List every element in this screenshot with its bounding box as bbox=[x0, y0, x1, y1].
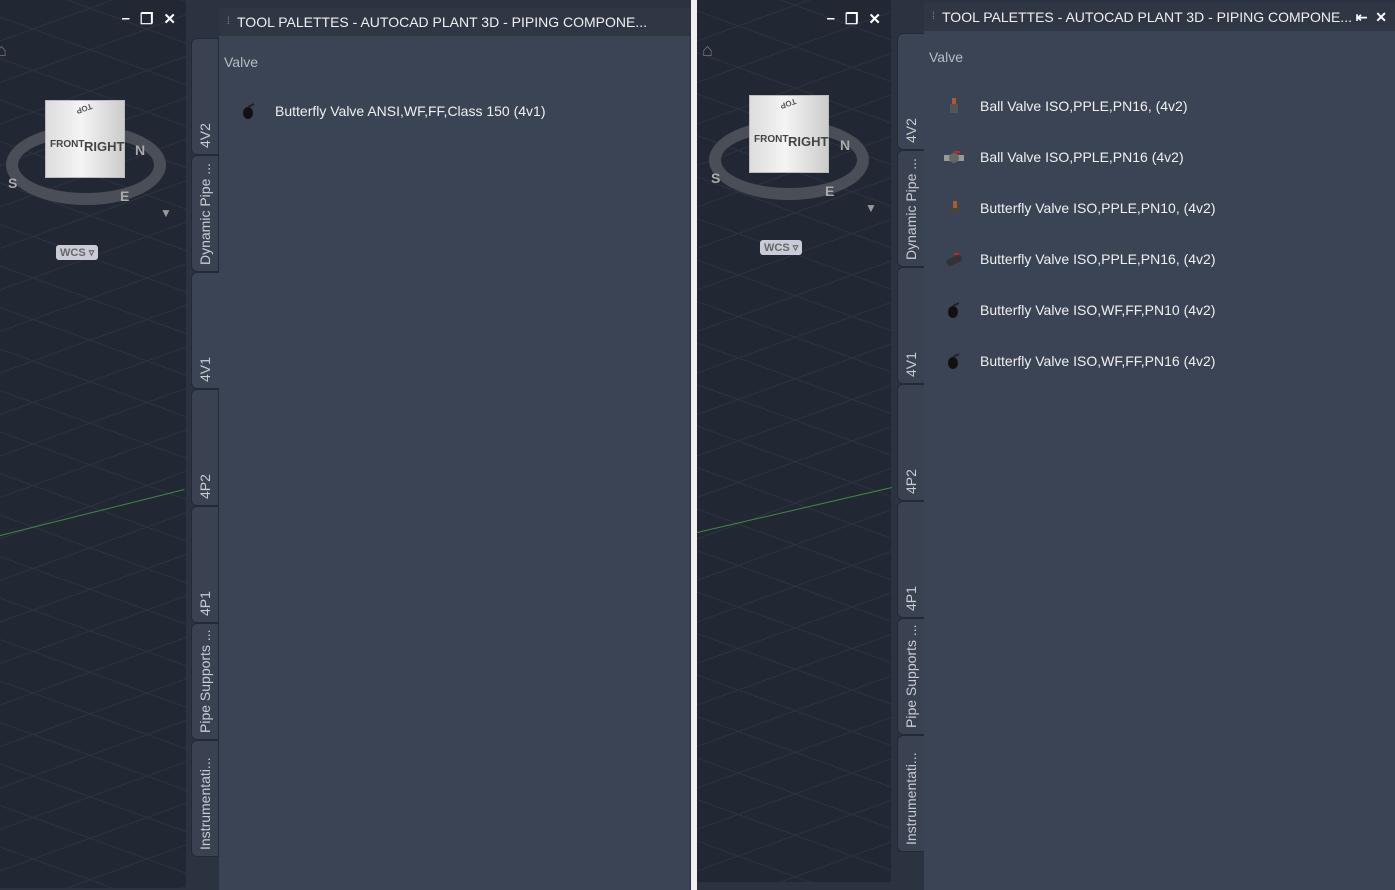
palette-title-bar[interactable]: ⁞ TOOL PALETTES - AUTOCAD PLANT 3D - PIPI… bbox=[924, 3, 1395, 31]
cube-right-face[interactable]: RIGHT bbox=[84, 139, 125, 154]
palette-title-bar[interactable]: ⁞ TOOL PALETTES - AUTOCAD PLANT 3D - PIPI… bbox=[219, 8, 690, 36]
tab-instrumentation[interactable]: Instrumentati... bbox=[897, 735, 925, 852]
butterfly-valve-icon bbox=[946, 253, 962, 267]
tab-label: 4P2 bbox=[197, 474, 213, 499]
compass-s[interactable]: S bbox=[711, 170, 721, 186]
tab-label: 4P1 bbox=[197, 591, 213, 616]
restore-icon[interactable]: ❐ bbox=[139, 11, 154, 28]
grip-icon[interactable]: ⁞ bbox=[227, 16, 230, 27]
close-icon[interactable]: ✕ bbox=[868, 11, 881, 28]
home-icon[interactable]: ⌂ bbox=[702, 40, 713, 60]
palette-title: TOOL PALETTES - AUTOCAD PLANT 3D - PIPIN… bbox=[942, 9, 1352, 25]
tab-label: Dynamic Pipe ... bbox=[197, 163, 213, 265]
tab-label: 4V2 bbox=[197, 123, 213, 148]
ball-valve-icon bbox=[950, 98, 958, 113]
tab-4v2[interactable]: 4V2 bbox=[897, 33, 925, 150]
tab-4p1[interactable]: 4P1 bbox=[191, 506, 219, 623]
auto-hide-icon[interactable]: ⇤ bbox=[1355, 9, 1368, 25]
compass-e[interactable]: E bbox=[825, 183, 835, 199]
tab-4p2[interactable]: 4P2 bbox=[897, 384, 925, 501]
restore-icon[interactable]: ❐ bbox=[844, 11, 859, 28]
tab-4v2[interactable]: 4V2 bbox=[191, 38, 219, 155]
grip-icon[interactable]: ⁞ bbox=[932, 11, 935, 22]
minimize-icon[interactable]: – bbox=[826, 10, 835, 27]
tab-label: 4V1 bbox=[197, 357, 213, 382]
tab-label: Pipe Supports ... bbox=[903, 624, 919, 728]
compass-n[interactable]: N bbox=[840, 137, 851, 153]
tool-palette: ⁞ TOOL PALETTES - AUTOCAD PLANT 3D - PIPI… bbox=[219, 8, 690, 890]
tab-4p2[interactable]: 4P2 bbox=[191, 389, 219, 506]
tab-label: Instrumentati... bbox=[903, 752, 919, 845]
viewcube[interactable]: TOP FRONT RIGHT bbox=[45, 100, 125, 178]
ucs-menu[interactable]: WCS ▿ bbox=[760, 240, 803, 255]
tab-4v1[interactable]: 4V1 bbox=[191, 272, 219, 389]
compass-s[interactable]: S bbox=[8, 175, 18, 191]
butterfly-valve-icon bbox=[947, 201, 961, 216]
cube-front-face[interactable]: FRONT bbox=[50, 139, 85, 150]
minimize-icon[interactable]: – bbox=[121, 10, 130, 27]
cube-top-face[interactable]: TOP bbox=[778, 96, 798, 111]
viewcube-menu-icon[interactable]: ▼ bbox=[160, 206, 172, 220]
tab-label: 4P1 bbox=[903, 586, 919, 611]
viewcube-menu-icon[interactable]: ▼ bbox=[865, 201, 877, 215]
cube-top-face[interactable]: TOP bbox=[74, 101, 94, 116]
palette-item[interactable]: Butterfly Valve ANSI,WF,FF,Class 150 (4v… bbox=[239, 96, 546, 126]
palette-item[interactable]: Ball Valve ISO,PPLE,PN16, (4v2) bbox=[944, 91, 1188, 121]
tab-label: Instrumentati... bbox=[197, 757, 213, 850]
right-window: –❐✕ ⌂ S N E TOP FRONT RIGHT ▼ WCS ▿ 4V2 … bbox=[696, 0, 1395, 890]
butterfly-valve-icon bbox=[243, 103, 255, 119]
compass-e[interactable]: E bbox=[120, 188, 130, 204]
tab-4v1[interactable]: 4V1 bbox=[897, 267, 925, 384]
tab-pipe-supports[interactable]: Pipe Supports ... bbox=[897, 618, 925, 735]
tool-palette: ⁞ TOOL PALETTES - AUTOCAD PLANT 3D - PIPI… bbox=[924, 3, 1395, 890]
tab-label: Pipe Supports ... bbox=[197, 629, 213, 733]
tab-instrumentation[interactable]: Instrumentati... bbox=[191, 740, 219, 857]
section-header: Valve bbox=[929, 49, 963, 65]
butterfly-valve-icon bbox=[948, 353, 960, 369]
tab-label: 4V2 bbox=[903, 118, 919, 143]
ball-valve-icon bbox=[944, 151, 964, 163]
ucs-label: WCS bbox=[764, 242, 790, 254]
butterfly-valve-icon bbox=[948, 302, 960, 318]
cube-front-face[interactable]: FRONT bbox=[754, 134, 789, 145]
tab-label: Dynamic Pipe ... bbox=[903, 158, 919, 260]
palette-item[interactable]: Butterfly Valve ISO,PPLE,PN16, (4v2) bbox=[944, 244, 1216, 274]
viewport-3d[interactable]: –❐ ✕ ⌂ S N E TOP FRONT RIGHT ▼ WCS ▿ bbox=[0, 0, 186, 888]
tab-pipe-supports[interactable]: Pipe Supports ... bbox=[191, 623, 219, 740]
palette-item[interactable]: Butterfly Valve ISO,PPLE,PN10, (4v2) bbox=[944, 193, 1216, 223]
tab-dynamic-pipe[interactable]: Dynamic Pipe ... bbox=[897, 150, 925, 267]
palette-item[interactable]: Butterfly Valve ISO,WF,FF,PN10 (4v2) bbox=[944, 295, 1215, 325]
tab-dynamic-pipe[interactable]: Dynamic Pipe ... bbox=[191, 155, 219, 272]
tab-4p1[interactable]: 4P1 bbox=[897, 501, 925, 618]
ucs-label: WCS bbox=[60, 247, 86, 259]
section-header: Valve bbox=[224, 54, 258, 70]
ucs-menu[interactable]: WCS ▿ bbox=[56, 245, 99, 260]
x-axis-line bbox=[0, 489, 185, 536]
tab-label: 4P2 bbox=[903, 469, 919, 494]
viewcube[interactable]: TOP FRONT RIGHT bbox=[749, 95, 829, 173]
left-window: –❐✕ ⌂ S N E TOP FRONT RIGHT ▼ WCS ▿ 4V2 … bbox=[0, 0, 691, 890]
palette-item[interactable]: Ball Valve ISO,PPLE,PN16 (4v2) bbox=[944, 142, 1184, 172]
close-icon[interactable]: ✕ bbox=[1375, 9, 1387, 25]
viewport-3d[interactable]: –❐ ✕ ⌂ S N E TOP FRONT RIGHT ▼ WCS ▿ bbox=[696, 0, 892, 882]
cube-right-face[interactable]: RIGHT bbox=[788, 134, 829, 149]
close-icon[interactable]: ✕ bbox=[163, 11, 176, 28]
palette-item[interactable]: Butterfly Valve ISO,WF,FF,PN16 (4v2) bbox=[944, 346, 1215, 376]
x-axis-line bbox=[696, 487, 892, 533]
home-icon[interactable]: ⌂ bbox=[0, 40, 7, 60]
compass-n[interactable]: N bbox=[135, 142, 146, 158]
palette-title: TOOL PALETTES - AUTOCAD PLANT 3D - PIPIN… bbox=[237, 14, 647, 30]
tab-label: 4V1 bbox=[903, 352, 919, 377]
